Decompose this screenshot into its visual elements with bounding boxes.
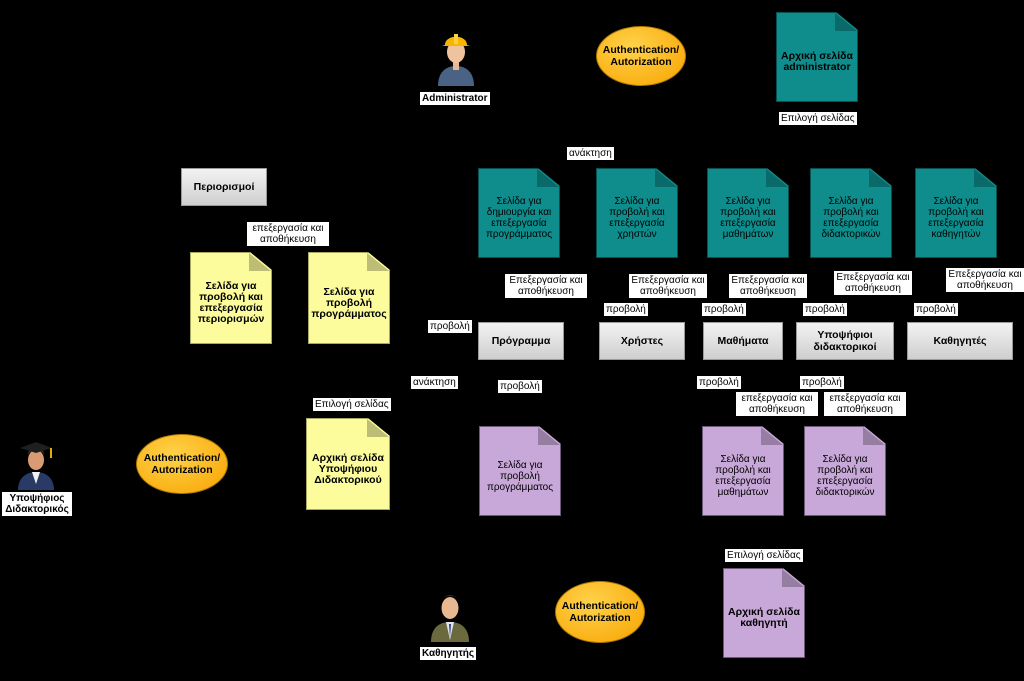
- professor-home-page[interactable]: Αρχική σελίδα καθηγητή: [723, 568, 805, 658]
- restrictions-edit-text: Σελίδα για προβολή και επεξεργασία περιο…: [197, 280, 265, 325]
- users-edit-text: Σελίδα για προβολή και επεξεργασία χρηστ…: [609, 196, 665, 240]
- users-edit-page[interactable]: Σελίδα για προβολή και επεξεργασία χρηστ…: [596, 168, 678, 258]
- label-edit-save-phd: Επεξεργασία και αποθήκευση: [834, 271, 912, 295]
- page-fold-corner: [863, 427, 885, 445]
- page-fold-corner: [782, 569, 804, 587]
- label-view-courses-low: προβολή: [697, 376, 741, 389]
- label-page-select-candidate: Επιλογή σελίδας: [313, 398, 391, 411]
- auth-candidate: Authentication/ Autorization: [136, 434, 228, 494]
- label-page-select-professor: Επιλογή σελίδας: [725, 549, 803, 562]
- phd-view-text-professor: Σελίδα για προβολή και επεξεργασία διδακ…: [815, 454, 875, 498]
- professor-icon: [428, 584, 472, 642]
- label-retrieval-mid: ανάκτηση: [411, 376, 458, 389]
- candidate-label: Υποψήφιος Διδακτορικός: [2, 492, 72, 516]
- courses-view-text-professor: Σελίδα για προβολή και επεξεργασία μαθημ…: [715, 454, 771, 498]
- program-view-page-candidate[interactable]: Σελίδα για προβολή προγράμματος: [308, 252, 390, 344]
- label-view-profs: προβολή: [914, 303, 958, 316]
- profs-edit-text: Σελίδα για προβολή και επεξεργασία καθηγ…: [928, 196, 984, 240]
- page-fold-corner: [869, 169, 891, 187]
- label-edit-save-restrictions: επεξεργασία και αποθήκευση: [247, 222, 329, 246]
- profs-edit-page[interactable]: Σελίδα για προβολή και επεξεργασία καθηγ…: [915, 168, 997, 258]
- label-view-users: προβολή: [604, 303, 648, 316]
- phd-button[interactable]: Υποψήφιοι διδακτορικοί: [796, 322, 894, 360]
- courses-edit-page[interactable]: Σελίδα για προβολή και επεξεργασία μαθημ…: [707, 168, 789, 258]
- administrator-label: Administrator: [420, 92, 490, 105]
- phd-view-page-professor[interactable]: Σελίδα για προβολή και επεξεργασία διδακ…: [804, 426, 886, 516]
- program-edit-text: Σελίδα για δημιουργία και επεξεργασία πρ…: [485, 196, 553, 240]
- professor-home-text: Αρχική σελίδα καθηγητή: [728, 606, 800, 629]
- label-view-program: προβολή: [428, 320, 472, 333]
- restrictions-edit-page[interactable]: Σελίδα για προβολή και επεξεργασία περιο…: [190, 252, 272, 344]
- page-fold-corner: [766, 169, 788, 187]
- professor-label: Καθηγητής: [420, 647, 477, 660]
- candidate-icon: [14, 440, 58, 490]
- courses-edit-text: Σελίδα για προβολή και επεξεργασία μαθημ…: [720, 196, 776, 240]
- admin-home-page[interactable]: Αρχική σελίδα administrator: [776, 12, 858, 102]
- page-fold-corner: [367, 419, 389, 437]
- program-view-text-professor: Σελίδα για προβολή προγράμματος: [486, 459, 554, 493]
- page-fold-corner: [761, 427, 783, 445]
- page-fold-corner: [835, 13, 857, 31]
- label-edit-save-courses: Επεξεργασία και αποθήκευση: [729, 274, 807, 298]
- program-view-text-candidate: Σελίδα για προβολή προγράμματος: [311, 285, 387, 320]
- page-fold-corner: [538, 427, 560, 445]
- users-button[interactable]: Χρήστες: [599, 322, 685, 360]
- phd-edit-text: Σελίδα για προβολή και επεξεργασία διδακ…: [821, 196, 881, 240]
- program-button[interactable]: Πρόγραμμα: [478, 322, 564, 360]
- candidate-home-text: Αρχική σελίδα Υποψήφιου Διδακτορικού: [312, 451, 384, 486]
- page-fold-corner: [367, 253, 389, 271]
- administrator-icon: [434, 28, 478, 86]
- label-view-phd: προβολή: [803, 303, 847, 316]
- phd-edit-page[interactable]: Σελίδα για προβολή και επεξεργασία διδακ…: [810, 168, 892, 258]
- page-fold-corner: [537, 169, 559, 187]
- label-view-program-low: προβολή: [498, 380, 542, 393]
- label-view-phd-low: προβολή: [800, 376, 844, 389]
- restrictions-button[interactable]: Περιορισμοί: [181, 168, 267, 206]
- page-fold-corner: [974, 169, 996, 187]
- courses-button[interactable]: Μαθήματα: [703, 322, 783, 360]
- profs-button[interactable]: Καθηγητές: [907, 322, 1013, 360]
- label-edit-save-users: Επεξεργασία και αποθήκευση: [629, 274, 707, 298]
- label-edit-save-courses-low: επεξεργασία και αποθήκευση: [736, 392, 818, 416]
- program-edit-page[interactable]: Σελίδα για δημιουργία και επεξεργασία πρ…: [478, 168, 560, 258]
- page-fold-corner: [249, 253, 271, 271]
- label-view-courses: προβολή: [702, 303, 746, 316]
- label-retrieval-top: ανάκτηση: [567, 147, 614, 160]
- label-page-select-admin: Επιλογή σελίδας: [779, 112, 857, 125]
- candidate-home-page[interactable]: Αρχική σελίδα Υποψήφιου Διδακτορικού: [306, 418, 390, 510]
- label-edit-save-profs: Επεξεργασία και αποθήκευση: [946, 268, 1024, 292]
- label-edit-save-program: Επεξεργασία και αποθήκευση: [505, 274, 587, 298]
- auth-professor: Authentication/ Autorization: [555, 581, 645, 643]
- label-edit-save-phd-low: επεξεργασία και αποθήκευση: [824, 392, 906, 416]
- auth-admin: Authentication/ Autorization: [596, 26, 686, 86]
- program-view-page-professor[interactable]: Σελίδα για προβολή προγράμματος: [479, 426, 561, 516]
- courses-view-page-professor[interactable]: Σελίδα για προβολή και επεξεργασία μαθημ…: [702, 426, 784, 516]
- admin-home-text: Αρχική σελίδα administrator: [781, 50, 853, 73]
- page-fold-corner: [655, 169, 677, 187]
